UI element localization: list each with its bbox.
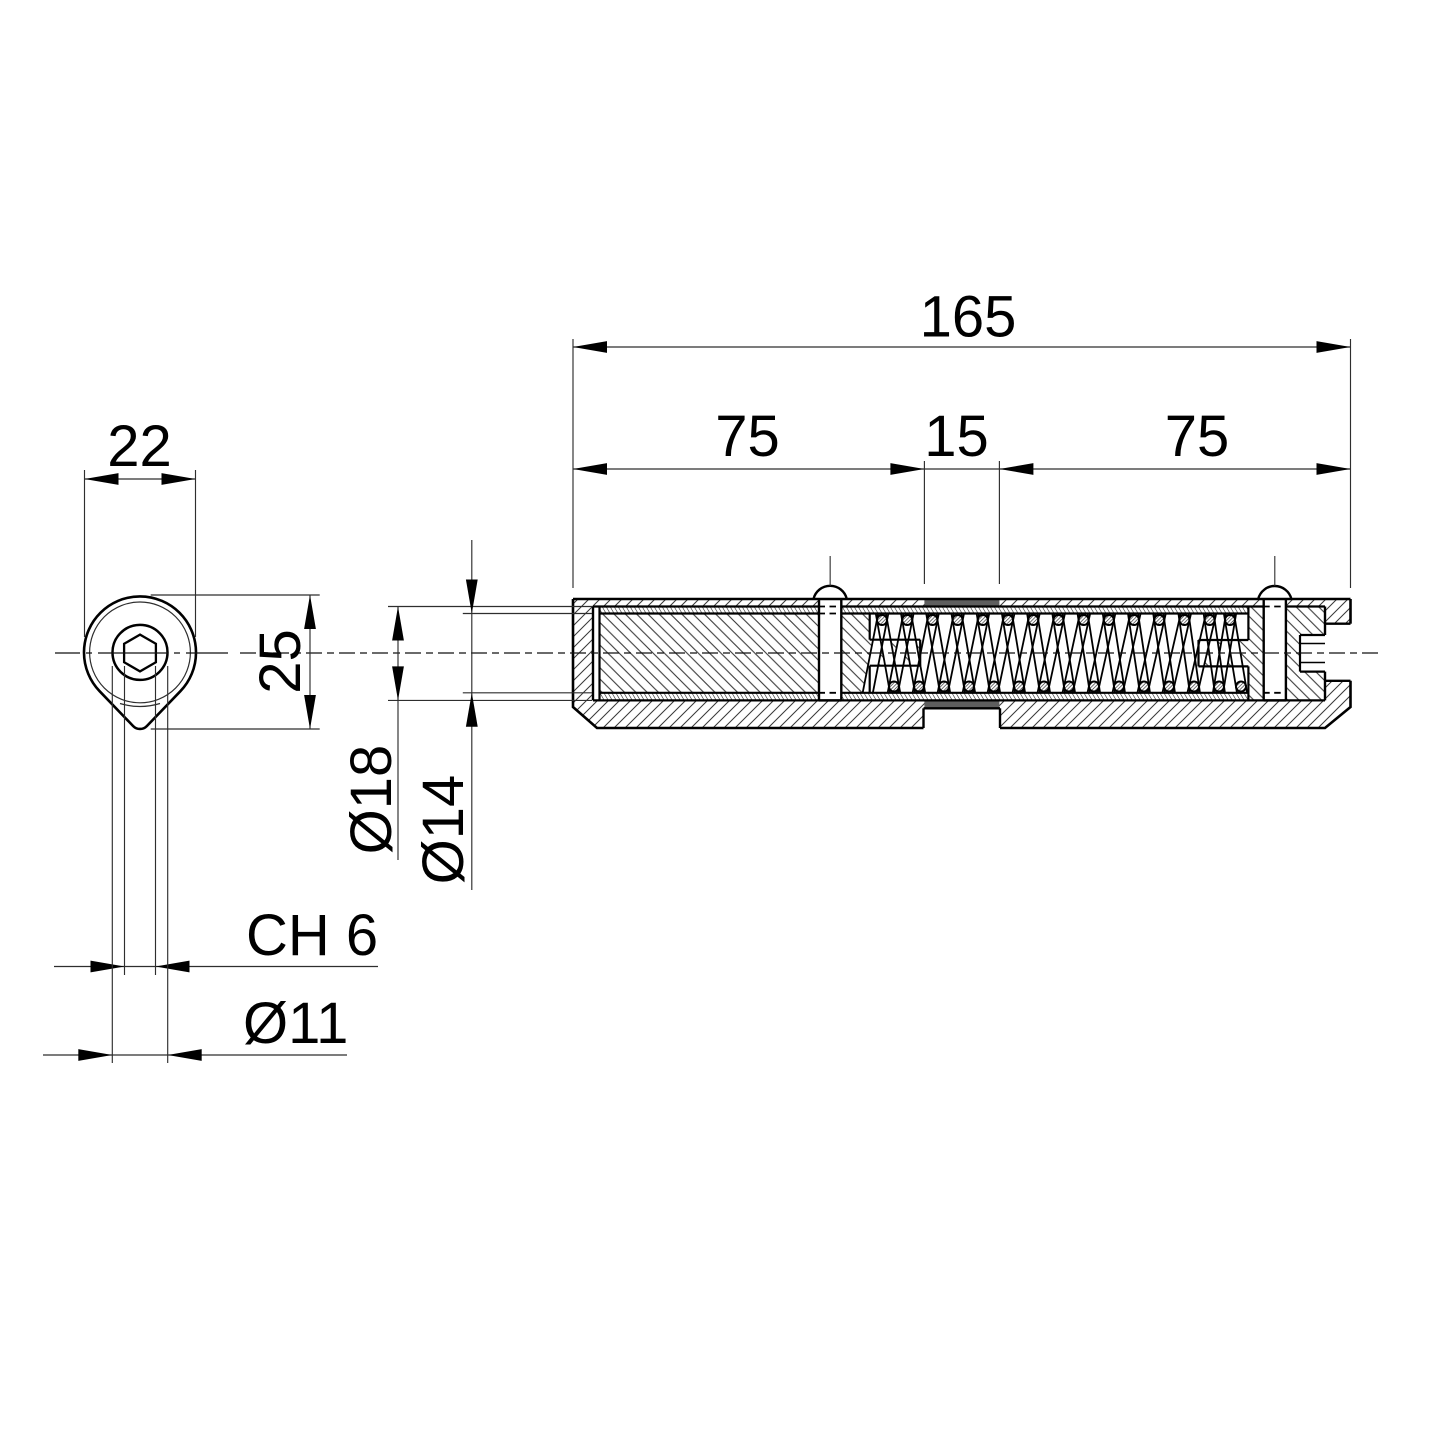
svg-text:25: 25	[248, 629, 313, 694]
svg-text:75: 75	[1165, 404, 1230, 469]
svg-text:22: 22	[107, 414, 172, 479]
svg-text:75: 75	[715, 404, 780, 469]
svg-text:15: 15	[924, 404, 989, 469]
svg-text:CH 6: CH 6	[246, 903, 378, 968]
svg-text:Ø18: Ø18	[339, 745, 404, 855]
svg-text:Ø11: Ø11	[243, 991, 348, 1056]
svg-text:165: 165	[920, 285, 1017, 350]
svg-text:Ø14: Ø14	[411, 775, 476, 885]
